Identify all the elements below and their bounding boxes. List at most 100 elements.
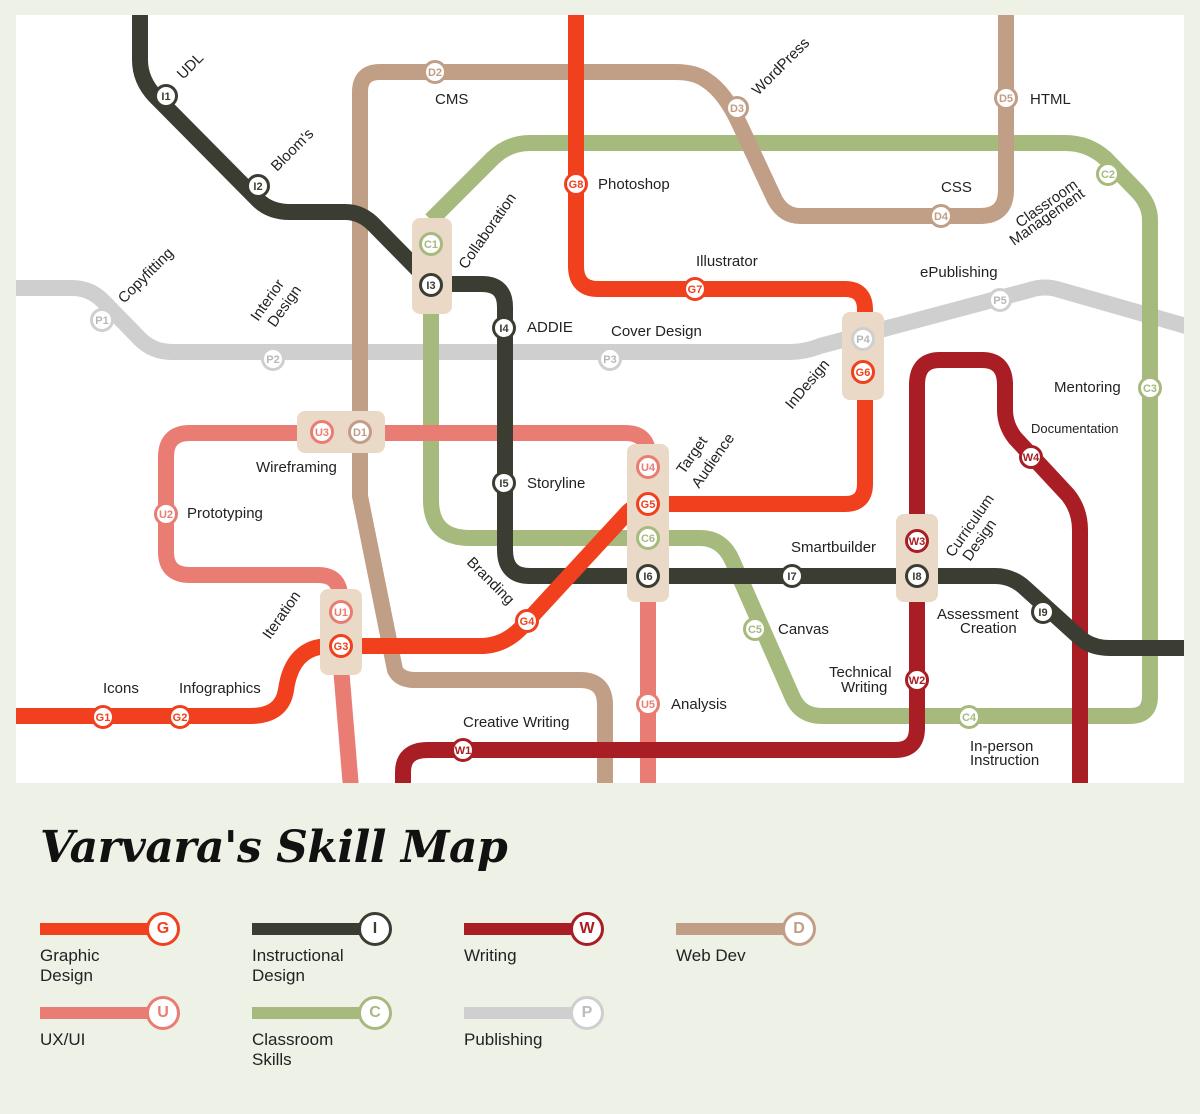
station-i7: I7: [780, 564, 804, 588]
station-g5: G5: [636, 492, 660, 516]
station-d2-code: D2: [428, 67, 442, 79]
station-i6-code: I6: [643, 571, 652, 583]
legend-label: Instructional Design: [252, 946, 344, 985]
station-g8-marker: [564, 172, 588, 196]
legend-label: Classroom Skills: [252, 1030, 334, 1069]
station-i3-code: I3: [426, 280, 435, 292]
station-i8: I8: [905, 564, 929, 588]
station-p3-marker: [598, 347, 622, 371]
legend-line-swatch: C: [252, 996, 432, 1030]
station-p4-marker: [851, 327, 875, 351]
station-i9-code: I9: [1038, 607, 1047, 619]
label-technical-writing-2: Writing: [841, 679, 887, 696]
station-g6-marker: [851, 360, 875, 384]
uxui-line: [158, 425, 656, 783]
station-u4-marker: [636, 455, 660, 479]
instructional-line: [132, 15, 1184, 656]
station-p5-marker: [988, 288, 1012, 312]
legend-bar: [252, 1007, 372, 1019]
station-d1-code: D1: [353, 427, 367, 439]
label-illustrator: Illustrator: [696, 253, 758, 270]
interchange-p4-g6: [842, 312, 884, 400]
legend-station-icon: U: [146, 996, 180, 1030]
station-u2: U2: [154, 502, 178, 526]
station-d1: D1: [348, 420, 372, 444]
station-c3-code: C3: [1143, 383, 1157, 395]
interchange-w3-i8: [896, 514, 938, 602]
station-i3-marker: [419, 273, 443, 297]
station-d4: D4: [929, 204, 953, 228]
station-c5-code: C5: [748, 624, 762, 636]
station-g1-marker: [91, 705, 115, 729]
label-mentoring: Mentoring: [1054, 379, 1121, 396]
station-g7: G7: [683, 277, 707, 301]
station-d3-code: D3: [730, 103, 744, 115]
station-u5: U5: [636, 692, 660, 716]
station-g5-marker: [636, 492, 660, 516]
station-c6-marker: [636, 526, 660, 550]
label-analysis: Analysis: [671, 696, 727, 713]
label-wireframing: Wireframing: [256, 459, 337, 476]
station-c4-code: C4: [962, 712, 977, 724]
station-g8-code: G8: [569, 179, 584, 191]
label-inperson-instruction-1: In-person: [970, 738, 1033, 755]
station-c3-marker: [1138, 376, 1162, 400]
legend-label: Publishing: [464, 1030, 543, 1049]
station-d4-code: D4: [934, 211, 949, 223]
station-p1-code: P1: [95, 315, 108, 327]
station-d4-marker: [929, 204, 953, 228]
station-i2: I2: [246, 174, 270, 198]
legend-station-icon: C: [358, 996, 392, 1030]
label-html: HTML: [1030, 91, 1071, 108]
label-infographics: Infographics: [179, 680, 261, 697]
station-d5-marker: [994, 86, 1018, 110]
station-i2-marker: [246, 174, 270, 198]
station-p2-marker: [261, 347, 285, 371]
station-g8: G8: [564, 172, 588, 196]
label-inperson-instruction-2: Instruction: [970, 752, 1039, 769]
legend-bar: [676, 923, 796, 935]
station-i3: I3: [419, 273, 443, 297]
label-assessment-creation-2: Creation: [960, 620, 1017, 637]
station-i4-marker: [492, 316, 516, 340]
legend-line-swatch: U: [40, 996, 220, 1030]
station-c5: C5: [743, 617, 767, 641]
station-d5-code: D5: [999, 93, 1013, 105]
label-epublishing: ePublishing: [920, 264, 998, 281]
station-i7-code: I7: [787, 571, 796, 583]
station-i5-marker: [492, 471, 516, 495]
station-c4-marker: [957, 705, 981, 729]
station-p4-code: P4: [856, 334, 870, 346]
station-g6-code: G6: [856, 367, 871, 379]
station-g3-marker: [329, 634, 353, 658]
station-u3-code: U3: [315, 427, 329, 439]
station-w2-marker: [905, 668, 929, 692]
station-w4: W4: [1019, 445, 1043, 469]
station-g4-code: G4: [520, 616, 536, 628]
station-u4: U4: [636, 455, 660, 479]
station-d2-marker: [423, 60, 447, 84]
station-c1-code: C1: [424, 239, 438, 251]
legend-label: Writing: [464, 946, 517, 965]
legend-bar: [40, 1007, 160, 1019]
label-creative-writing: Creative Writing: [463, 714, 569, 731]
legend-station-icon: P: [570, 996, 604, 1030]
station-i1-marker: [154, 84, 178, 108]
station-p4: P4: [851, 327, 875, 351]
writing-line: [395, 352, 1088, 783]
station-c5-marker: [743, 617, 767, 641]
station-i5: I5: [492, 471, 516, 495]
station-i8-marker: [905, 564, 929, 588]
station-i4-code: I4: [499, 323, 509, 335]
station-c1: C1: [419, 232, 443, 256]
station-i7-marker: [780, 564, 804, 588]
station-d3: D3: [725, 96, 749, 120]
map-title: Varvara's Skill Map: [40, 822, 508, 873]
station-g3-code: G3: [334, 641, 349, 653]
publishing-line: [16, 279, 1184, 360]
station-i1: I1: [154, 84, 178, 108]
